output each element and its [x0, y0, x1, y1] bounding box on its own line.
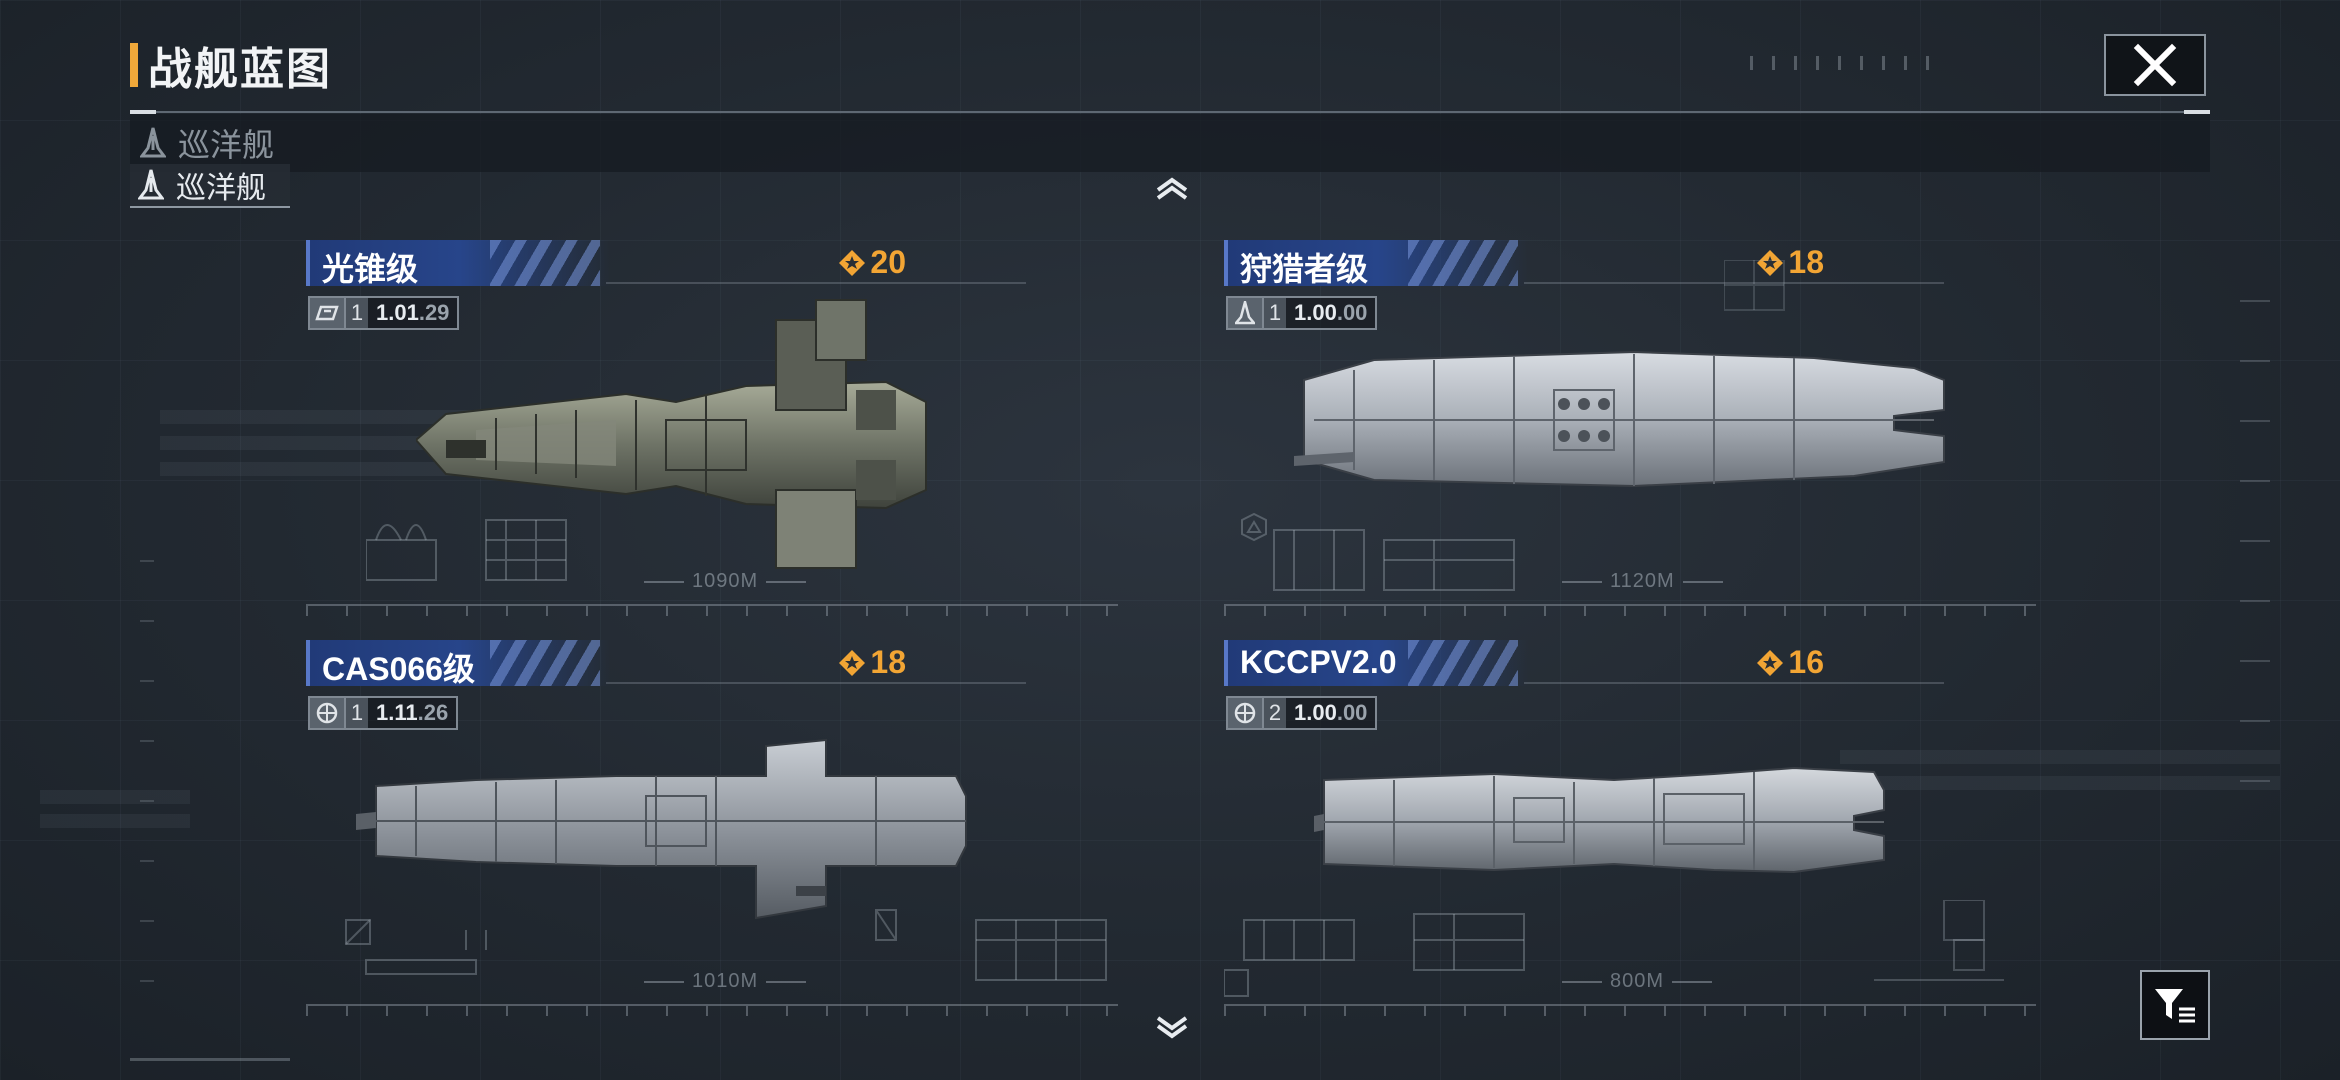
card-header: KCCPV2.0 [1224, 640, 1528, 686]
category-header-label: 巡洋舰 [178, 127, 275, 163]
close-icon [2133, 43, 2177, 87]
ship-card-kccpv2[interactable]: KCCPV2.0 16 2 1.00.00 [1224, 640, 2054, 1022]
globe-icon [1228, 698, 1262, 728]
cost-value: 18 [870, 644, 906, 680]
blueprint-schematic [366, 519, 567, 581]
card-divider [1524, 282, 1944, 284]
version-tier: 1 [1262, 298, 1286, 328]
blueprint-schematic [1241, 512, 1515, 591]
blueprint-schematic [345, 919, 487, 975]
chevron-up-icon[interactable] [1154, 176, 1190, 200]
blueprint-schematic [1724, 260, 1785, 311]
version-tag: 1 1.01.29 [308, 296, 460, 330]
version-tier: 1 [344, 298, 368, 328]
ship-length: 800M [1554, 970, 1720, 993]
cruiser-icon [138, 169, 164, 200]
blueprint-schematic [1224, 913, 1525, 997]
version-tier: 1 [344, 698, 368, 728]
rocket-icon [1228, 298, 1262, 328]
ship-card-hunter[interactable]: 狩猎者级 18 1 1.00.00 [1224, 240, 2054, 622]
version-main: 1.00 [1294, 700, 1337, 725]
card-divider [606, 282, 1026, 284]
cruiser-icon [140, 127, 166, 158]
ship-length: 1090M [636, 570, 814, 593]
version-sub: .00 [1336, 300, 1368, 325]
version-tag: 1 1.00.00 [1226, 296, 1378, 330]
decorative-ticks [1750, 56, 1940, 70]
cost-badge: 16 [1756, 644, 1824, 681]
filter-button[interactable] [2140, 970, 2210, 1040]
close-button[interactable] [2104, 34, 2206, 96]
divider [130, 1058, 290, 1061]
ship-model-image [416, 299, 927, 569]
version-number: 1.01.29 [368, 298, 457, 328]
divider [130, 111, 2210, 113]
card-header: CAS066级 [306, 640, 610, 687]
cost-emblem-icon [839, 649, 866, 676]
blueprint-schematic [1874, 900, 2004, 981]
version-number: 1.00.00 [1286, 698, 1375, 728]
ship-model-image [1314, 766, 1885, 874]
decorative-ruler [2240, 300, 2270, 820]
ship-name: 狩猎者级 [1240, 251, 1369, 287]
cost-badge: 18 [838, 644, 906, 681]
filter-icon [2155, 989, 2195, 1023]
cost-emblem-icon [1757, 649, 1784, 676]
ship-length: 1010M [636, 970, 814, 993]
divider-cap [130, 110, 156, 114]
category-tab-cruiser[interactable]: 巡洋舰 [130, 164, 290, 208]
divider-cap [2184, 110, 2210, 114]
category-bar [130, 114, 2210, 172]
chevron-down-icon[interactable] [1154, 1016, 1190, 1040]
length-ruler [1224, 604, 2036, 622]
page-title-bar: 战舰蓝图 [130, 40, 332, 94]
ship-card-lightcone[interactable]: 光锥级 20 1 1.01.29 [306, 240, 1136, 622]
ship-model-image [356, 738, 967, 920]
version-number: 1.00.00 [1286, 298, 1375, 328]
ship-name: 光锥级 [322, 251, 419, 287]
ship-card-cas066[interactable]: CAS066级 18 1 1.11.26 [306, 640, 1136, 1022]
category-tab-label: 巡洋舰 [176, 172, 266, 205]
cost-value: 18 [1788, 244, 1824, 280]
length-ruler [1224, 1004, 2036, 1022]
version-sub: .00 [1336, 700, 1368, 725]
ship-model-image [1294, 350, 1945, 488]
cost-badge: 20 [838, 244, 906, 281]
cost-emblem-icon [839, 249, 866, 276]
decorative-ruler [140, 560, 154, 1040]
page-title: 战舰蓝图 [148, 45, 332, 94]
version-main: 1.11 [376, 700, 418, 725]
card-header: 光锥级 [306, 240, 610, 287]
length-ruler [306, 604, 1118, 622]
length-ruler [306, 1004, 1118, 1022]
card-divider [1524, 682, 1944, 684]
category-header: 巡洋舰 [140, 120, 274, 166]
version-tier: 2 [1262, 698, 1286, 728]
title-accent [130, 43, 138, 87]
decorative-hud-texture [40, 790, 190, 834]
ship-name: KCCPV2.0 [1240, 644, 1397, 680]
version-number: 1.11.26 [368, 698, 456, 728]
emblem-icon [310, 298, 344, 328]
version-sub: .26 [417, 700, 449, 725]
version-main: 1.00 [1294, 300, 1337, 325]
card-divider [606, 682, 1026, 684]
decorative-hud-texture [1840, 750, 2280, 800]
card-header: 狩猎者级 [1224, 240, 1528, 287]
cost-value: 16 [1788, 644, 1824, 680]
cost-badge: 18 [1756, 244, 1824, 281]
version-sub: .29 [418, 300, 450, 325]
blueprint-schematic [875, 909, 1107, 981]
globe-icon [310, 698, 344, 728]
ship-length: 1120M [1554, 570, 1731, 593]
cost-emblem-icon [1757, 249, 1784, 276]
cost-value: 20 [870, 244, 906, 280]
version-tag: 1 1.11.26 [308, 696, 459, 730]
ship-name: CAS066级 [322, 651, 475, 687]
version-main: 1.01 [376, 300, 419, 325]
version-tag: 2 1.00.00 [1226, 696, 1378, 730]
